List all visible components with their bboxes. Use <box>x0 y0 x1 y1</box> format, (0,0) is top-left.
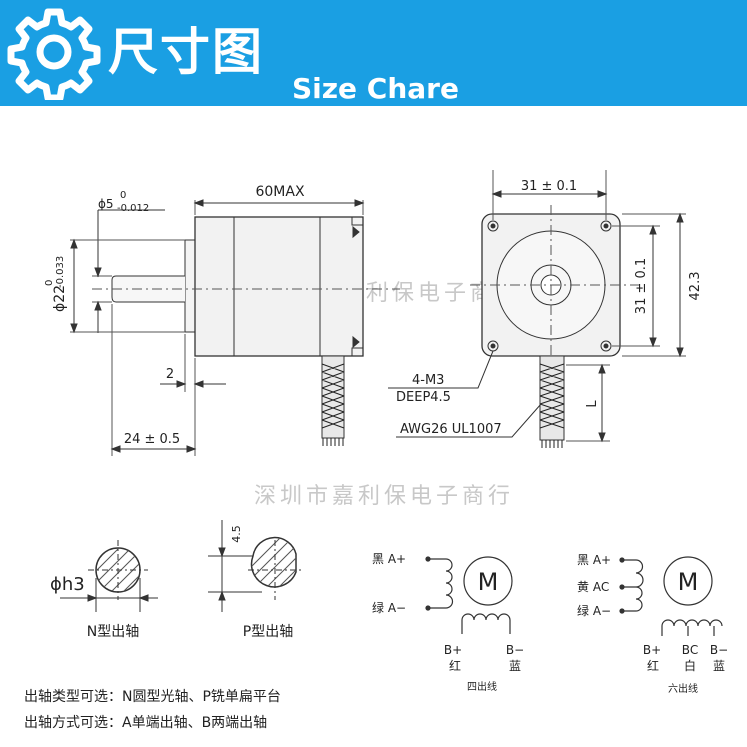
wiring-6-b-plus: B+ <box>643 643 661 657</box>
boss-dia-label: ϕ22 <box>52 285 68 312</box>
p-shaft-drawing <box>208 520 304 612</box>
gear-icon <box>7 8 101 100</box>
dimension-drawing: 深圳市嘉利保电子商行 深圳市嘉利保电子商行 <box>24 170 728 731</box>
page-subtitle: Size Chare <box>292 72 459 105</box>
wiring-4-b-plus-color: 红 <box>449 658 461 673</box>
cable-label: AWG26 UL1007 <box>400 422 502 437</box>
body-size-label: 42.3 <box>688 272 703 301</box>
shaft-dia-tol-lower: -0.012 <box>117 203 149 214</box>
n-shaft-dim: ϕh3 <box>50 574 85 595</box>
header-banner: 尺寸图 Size Chare <box>0 0 747 106</box>
wiring-6-diagram <box>619 556 723 636</box>
front-view <box>388 170 686 448</box>
n-shaft-label: N型出轴 <box>87 624 139 640</box>
boss-dia-tol-upper: 0 <box>44 280 55 286</box>
boss-len-label: 2 <box>166 367 174 382</box>
watermark-middle: 深圳市嘉利保电子商行 <box>254 484 514 509</box>
wiring-6-bc-color: 白 <box>684 658 696 673</box>
hole-span-top-label: 31 ± 0.1 <box>521 179 577 194</box>
wiring-6-bc: BC <box>682 643 698 657</box>
p-shaft-label: P型出轴 <box>243 624 293 640</box>
wiring-6-b-plus-color: 红 <box>647 658 659 673</box>
wiring-4-caption: 四出线 <box>467 680 497 693</box>
wiring-6-caption: 六出线 <box>668 682 698 695</box>
note-shaft-type: 出轴类型可选：N圆型光轴、P铣单扁平台 <box>24 689 281 705</box>
n-shaft-drawing <box>60 540 158 612</box>
wiring-6-b-minus: B− <box>710 643 728 657</box>
shaft-len-label: 24 ± 0.5 <box>124 432 180 447</box>
page-title: 尺寸图 <box>108 23 264 81</box>
wiring-4-b-minus: B− <box>506 643 524 657</box>
wiring-4-motor: M <box>478 568 499 596</box>
length-dim-label: 60MAX <box>255 184 304 200</box>
wiring-4-b-plus: B+ <box>444 643 462 657</box>
lead-length-label: L <box>585 400 600 408</box>
thread-label: 4-M3 <box>412 373 444 388</box>
note-shaft-mode: 出轴方式可选：A单端出轴、B两端出轴 <box>24 715 267 731</box>
wiring-6-ac: 黄 AC <box>577 580 609 594</box>
depth-label: DEEP4.5 <box>396 390 451 405</box>
wiring-6-b-minus-color: 蓝 <box>713 659 725 673</box>
wiring-4-a-plus: 黑 A+ <box>372 552 406 566</box>
wiring-4-b-minus-color: 蓝 <box>509 659 521 673</box>
shaft-dia-label: ϕ5 <box>98 197 114 211</box>
wiring-6-motor: M <box>678 568 699 596</box>
side-view <box>70 199 400 456</box>
hole-span-right-label: 31 ± 0.1 <box>634 258 649 314</box>
p-shaft-dim: 4.5 <box>230 525 243 543</box>
wiring-6-a-minus: 绿 A− <box>577 603 611 618</box>
drawing-area: 深圳市嘉利保电子商行 深圳市嘉利保电子商行 <box>0 106 747 743</box>
boss-dia-tol-lower: -0.033 <box>55 256 66 288</box>
shaft-dia-tol-upper: 0 <box>120 190 126 201</box>
wiring-6-a-plus: 黑 A+ <box>577 553 611 567</box>
wiring-4-a-minus: 绿 A− <box>372 600 406 615</box>
wiring-4-diagram <box>425 556 513 634</box>
